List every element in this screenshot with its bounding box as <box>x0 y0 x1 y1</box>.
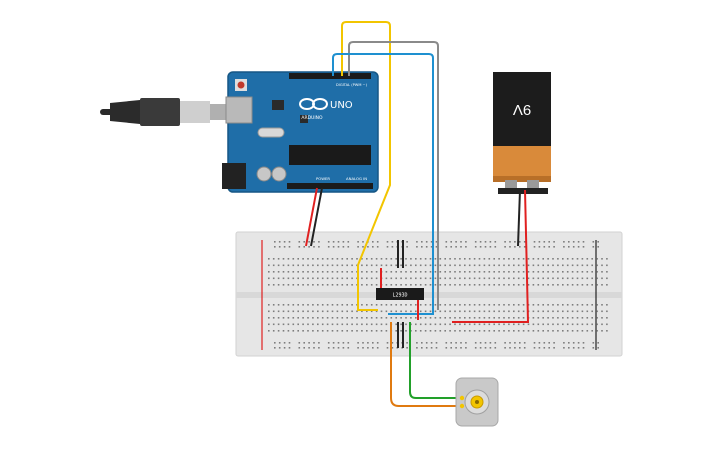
arduino-model-text: UNO <box>330 100 353 111</box>
arduino-uno-board: ARDUINO UNO DIGITAL (PWM ~) POWER ANALOG… <box>222 71 379 193</box>
dc-motor-icon <box>455 377 499 427</box>
wire-gray <box>348 41 439 310</box>
microcontroller-chip <box>289 145 371 165</box>
wire-red-arduino-5v <box>305 187 318 247</box>
l293d-driver-chip: L293D <box>376 288 424 300</box>
battery-9v-icon: 9V <box>493 72 551 194</box>
wire-blue <box>332 53 434 315</box>
breadboard <box>235 231 623 357</box>
digital-header-label: DIGITAL (PWM ~) <box>336 83 368 87</box>
breadboard-holes <box>268 241 608 349</box>
power-analog-header <box>287 183 373 189</box>
wire-black-battery <box>517 189 521 247</box>
battery-label: 9V <box>513 101 531 118</box>
wire-green-motor <box>409 322 462 399</box>
analog-header-label: ANALOG IN <box>346 176 367 181</box>
power-header-label: POWER <box>316 176 330 181</box>
wire-orange-motor <box>390 322 462 407</box>
digital-header <box>289 73 371 79</box>
usb-plug-icon <box>100 98 228 126</box>
reset-button <box>237 81 245 89</box>
wire-yellow <box>341 21 391 311</box>
arduino-brand-text: ARDUINO <box>301 115 323 121</box>
arduino-infinity-logo <box>299 98 328 110</box>
wire-black-arduino-gnd <box>310 187 323 247</box>
wire-red-battery <box>452 189 530 323</box>
driver-chip-label: L293D <box>392 293 407 299</box>
